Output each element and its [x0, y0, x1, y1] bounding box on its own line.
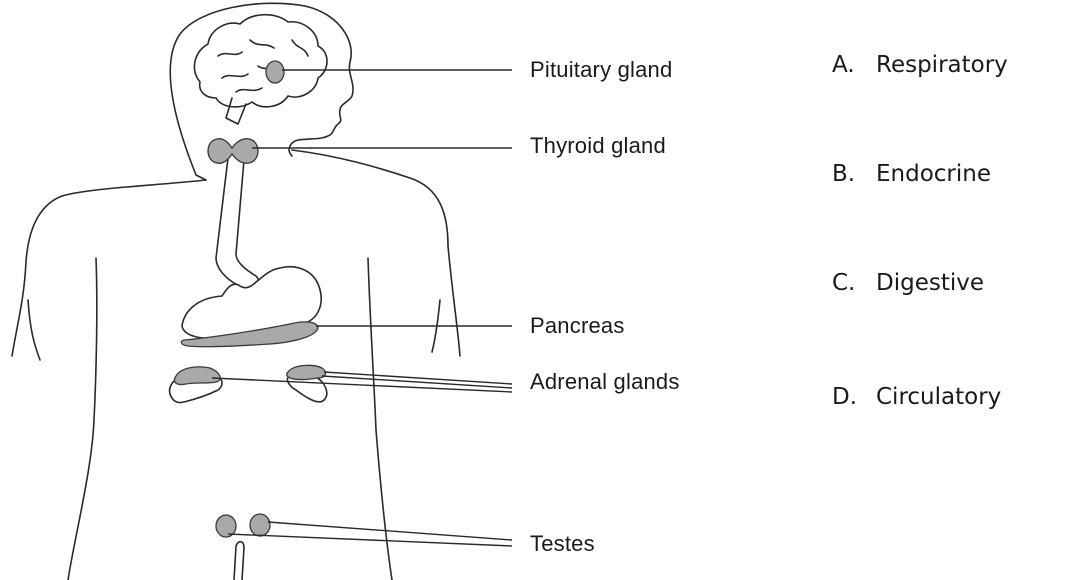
- option-c-letter: C.: [832, 270, 876, 296]
- arm-left-inner: [28, 300, 40, 360]
- head-outline: [170, 3, 353, 180]
- option-d[interactable]: D.Circulatory: [832, 384, 1001, 410]
- pituitary-shape: [266, 61, 284, 83]
- option-a[interactable]: A.Respiratory: [832, 52, 1008, 78]
- brain-outline: [194, 15, 327, 107]
- label-pituitary-gland: Pituitary gland: [530, 57, 672, 83]
- option-d-text: Circulatory: [876, 384, 1001, 410]
- label-testes: Testes: [530, 531, 595, 557]
- crotch-outline: [234, 542, 244, 580]
- option-b[interactable]: B.Endocrine: [832, 161, 991, 187]
- torso-right-outline: [292, 150, 460, 580]
- testis-right-shape: [250, 514, 270, 536]
- brain-stem: [226, 98, 246, 124]
- option-b-text: Endocrine: [876, 161, 991, 187]
- option-a-text: Respiratory: [876, 52, 1008, 78]
- option-c[interactable]: C.Digestive: [832, 270, 984, 296]
- option-a-letter: A.: [832, 52, 876, 78]
- option-c-text: Digestive: [876, 270, 984, 296]
- option-d-letter: D.: [832, 384, 876, 410]
- brain-folds: [218, 40, 308, 92]
- option-b-letter: B.: [832, 161, 876, 187]
- thyroid-shape: [208, 139, 258, 164]
- leader-testes-bottom: [228, 534, 512, 546]
- label-adrenal-glands: Adrenal glands: [530, 369, 680, 395]
- adrenal-left-shape: [174, 367, 220, 385]
- label-thyroid-gland: Thyroid gland: [530, 133, 666, 159]
- label-pancreas: Pancreas: [530, 313, 625, 339]
- adrenal-right-shape: [287, 365, 326, 379]
- esophagus-outline: [216, 158, 262, 294]
